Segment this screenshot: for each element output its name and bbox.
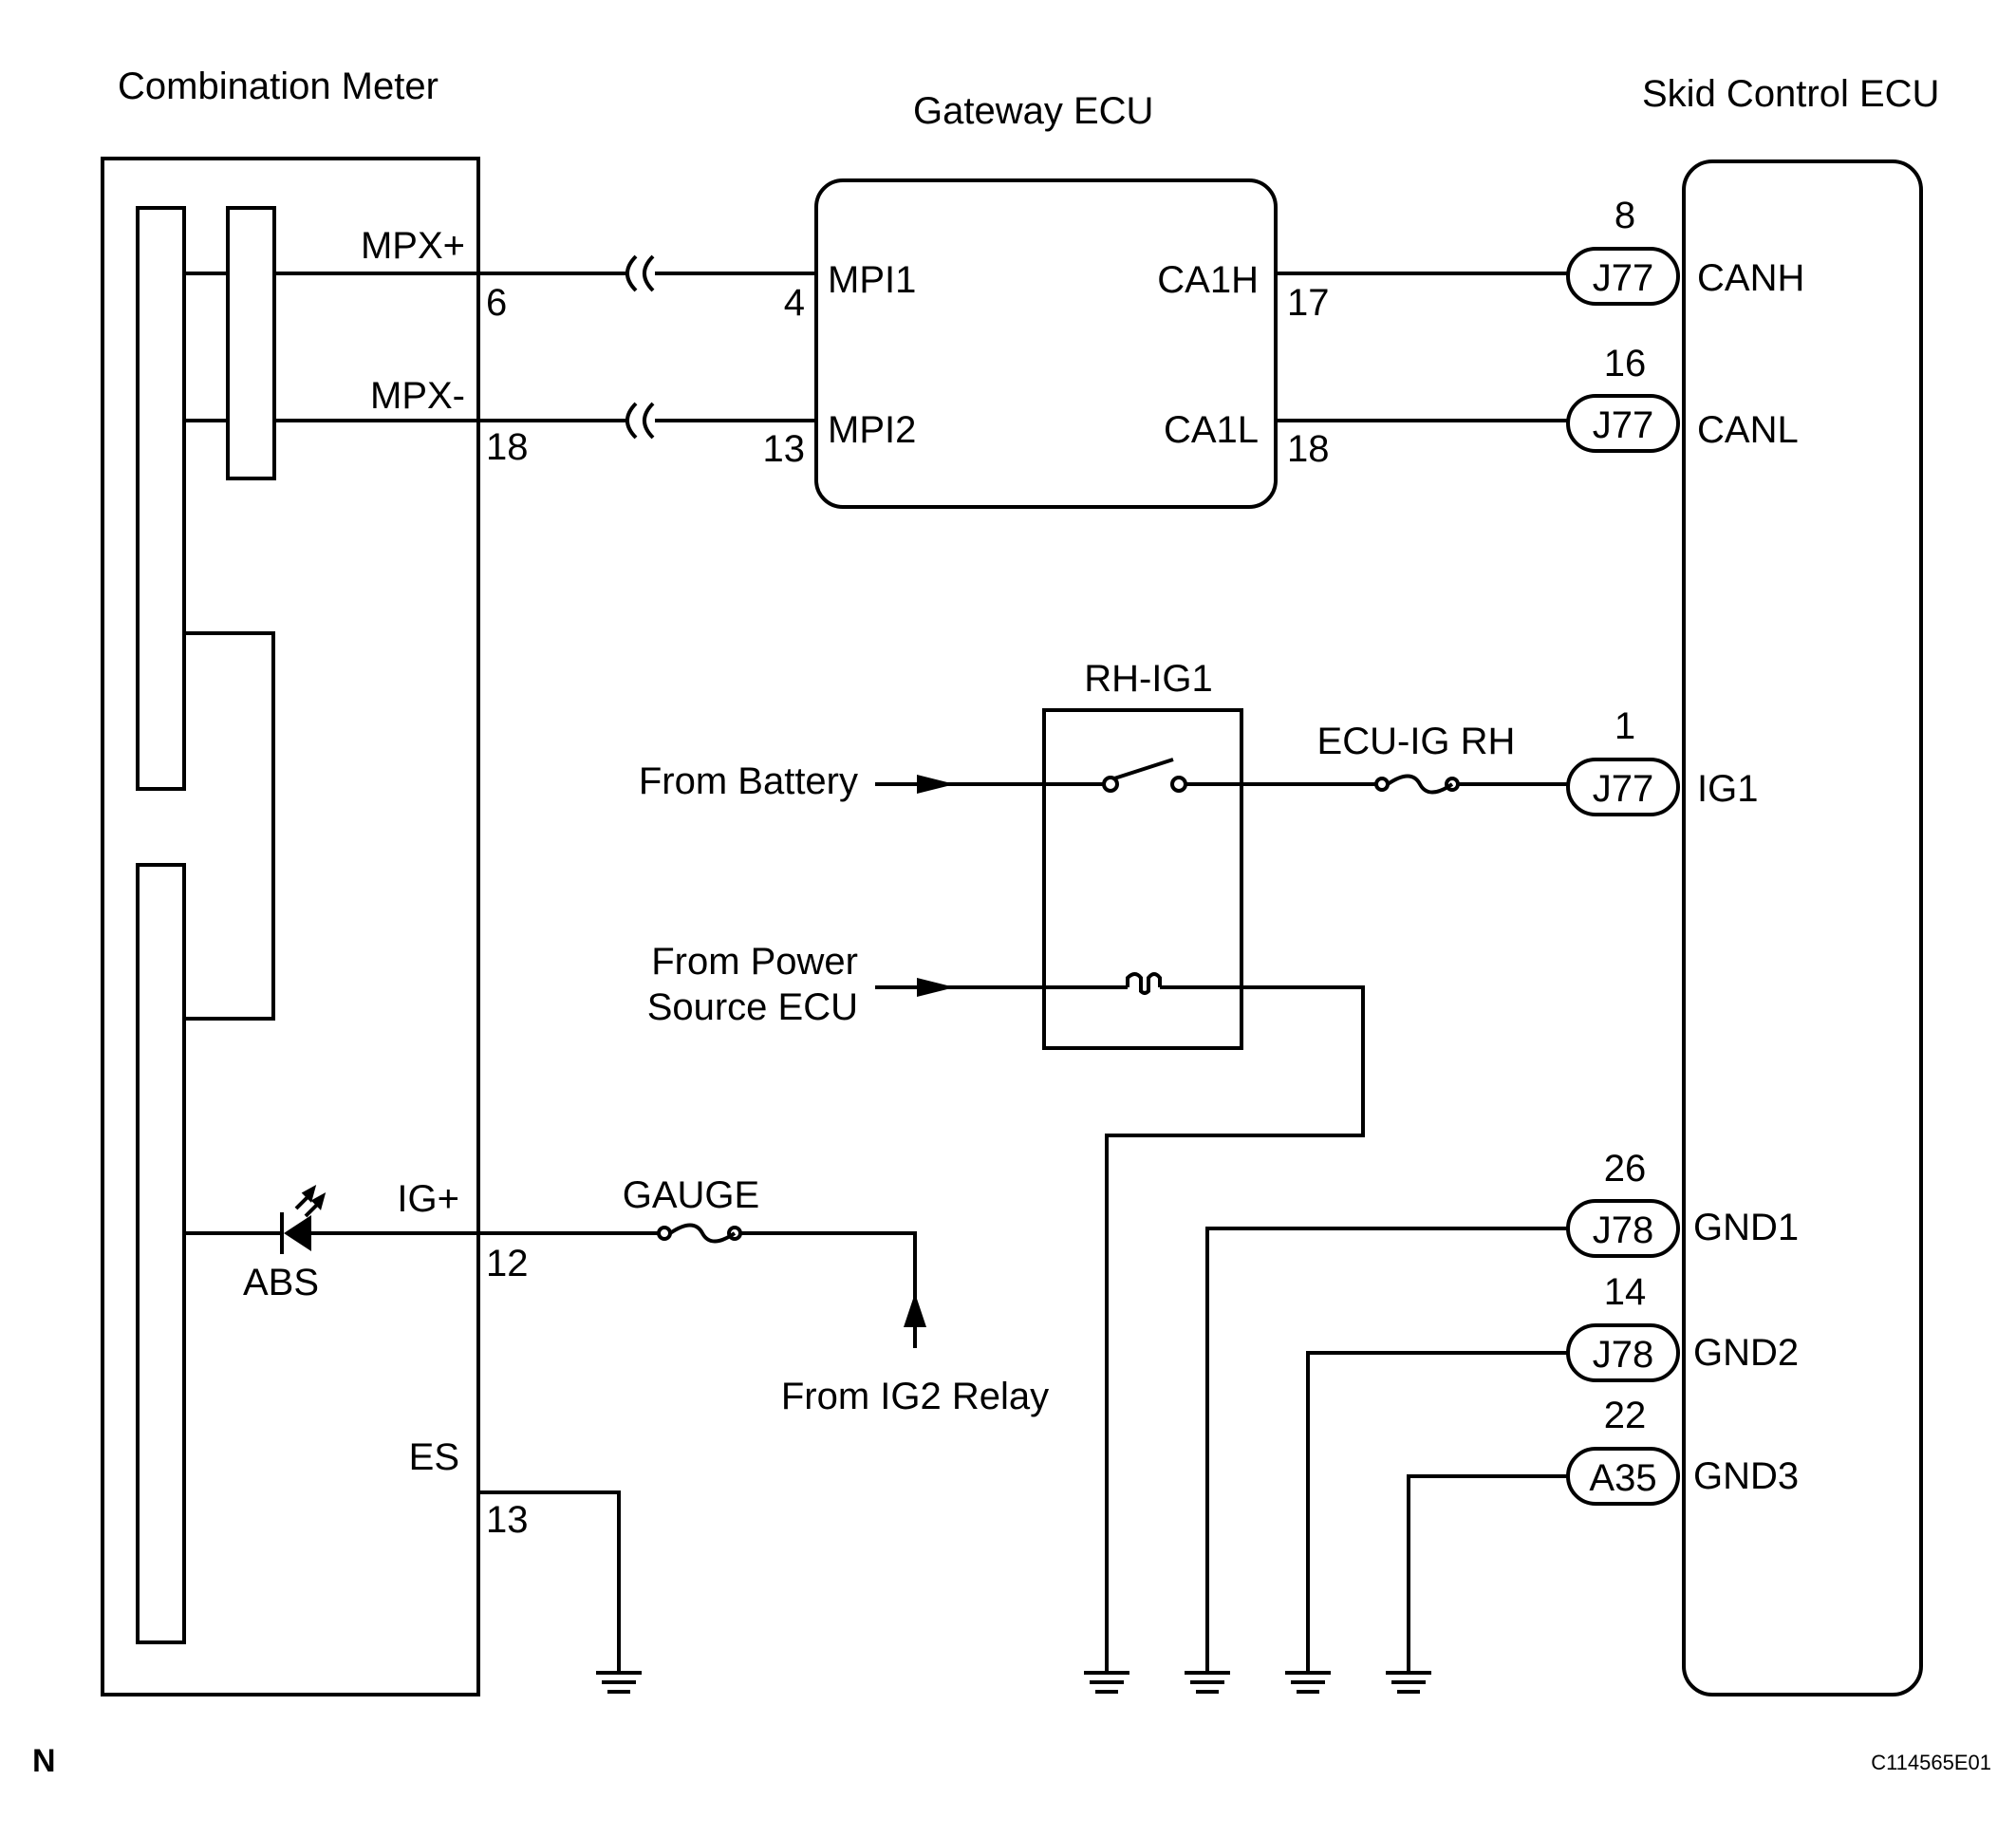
skid-canl-label: CANL [1697,409,1799,451]
abs-led-icon [284,1215,311,1251]
skid-canh-connector-id: J77 [1593,257,1654,299]
gateway-ca1l-pin: 18 [1287,428,1330,470]
battery-arrow-icon [917,775,955,794]
skid-ig1-label: IG1 [1697,768,1758,810]
gateway-mpi2-label: MPI2 [828,409,916,451]
relay-coil-ground-wire [1105,985,1365,1673]
mpx-plus-break-symbol [625,254,655,292]
skid-canl-connector-id: J77 [1593,404,1654,446]
skid-canl-pin: 16 [1604,343,1647,384]
ecu-ig-rh-fuse-label: ECU-IG RH [1317,721,1516,762]
skid-canl-connector [1566,394,1680,453]
gauge-fuse-wire-to-ig2 [740,1231,917,1348]
skid-gnd2-label: GND2 [1693,1332,1799,1374]
skid-gnd2-connector-id: J78 [1593,1334,1654,1376]
relay-switch-contact-a [1102,776,1119,793]
meter-ig-plus-label: IG+ [397,1178,459,1220]
skid-gnd2-pin: 14 [1604,1271,1647,1313]
meter-internal-block-left-upper [136,206,186,791]
meter-es-label: ES [409,1436,459,1478]
ground-icon-es [596,1671,642,1694]
skid-gnd3-connector-id: A35 [1589,1457,1656,1499]
gnd2-wire [1306,1351,1568,1673]
gnd1-wire [1205,1227,1568,1673]
mpx-minus-break-symbol [625,402,655,440]
ig2-relay-arrow-icon [904,1293,926,1327]
skid-gnd1-connector-id: J78 [1593,1209,1654,1251]
combination-meter-title: Combination Meter [118,66,439,107]
meter-mpx-plus-label: MPX+ [361,225,465,267]
gauge-fuse-icon [668,1223,737,1244]
from-ig2-relay-label: From IG2 Relay [781,1376,1049,1417]
abs-lamp-label: ABS [243,1262,319,1303]
power-source-arrow-icon [917,978,955,997]
skid-ig1-pin: 1 [1615,705,1635,747]
ecu-ig-rh-fuse-end-a [1374,777,1390,792]
skid-control-ecu-title: Skid Control ECU [1642,73,1939,115]
gateway-ca1l-label: CA1L [1164,409,1259,451]
meter-ig-plus-pin: 12 [486,1243,529,1284]
meter-mpx-minus-label: MPX- [370,375,465,417]
gateway-ca1h-pin: 17 [1287,282,1330,324]
ground-icon-relay [1084,1671,1129,1694]
relay-label: RH-IG1 [1084,658,1213,700]
meter-internal-block-left-lower [136,863,186,1644]
gateway-mpi2-pin: 13 [763,428,806,470]
ecu-ig-rh-fuse-icon [1386,774,1454,795]
skid-gnd1-label: GND1 [1693,1207,1799,1248]
meter-es-pin: 13 [486,1499,529,1541]
relay-switch-contact-b [1170,776,1187,793]
figure-code: C114565E01 [1871,1751,1991,1774]
gnd3-wire [1407,1474,1568,1673]
ground-icon-gnd3 [1386,1671,1431,1694]
skid-ig1-connector [1566,758,1680,816]
skid-gnd1-pin: 26 [1604,1148,1647,1190]
from-power-source-label-1: From Power [651,941,858,983]
abs-led-arrowheads-icon [301,1184,327,1210]
from-power-source-label-2: Source ECU [647,986,858,1028]
meter-internal-bracket [184,631,275,1021]
ground-icon-gnd1 [1185,1671,1230,1694]
skid-control-ecu-box [1682,159,1923,1696]
gateway-ca1h-label: CA1H [1157,259,1259,301]
meter-internal-block-mpx [226,206,276,480]
relay-coil-icon [1126,972,1162,995]
from-battery-label: From Battery [639,760,858,802]
skid-canh-pin: 8 [1615,195,1635,236]
rh-ig1-relay-box [1042,708,1243,1050]
meter-mpx-plus-pin: 6 [486,282,507,324]
relay-switch-blade-icon [1113,758,1174,780]
ground-icon-gnd2 [1285,1671,1331,1694]
gauge-fuse-label: GAUGE [623,1174,759,1216]
gateway-ecu-box [814,178,1278,509]
gateway-mpi1-pin: 4 [784,282,805,324]
gauge-fuse-end-a [657,1226,672,1241]
skid-gnd3-label: GND3 [1693,1455,1799,1497]
skid-gnd3-pin: 22 [1604,1395,1647,1436]
combination-meter-box [101,157,480,1696]
skid-canh-label: CANH [1697,257,1804,299]
gateway-mpi1-label: MPI1 [828,259,916,301]
meter-mpx-minus-pin: 18 [486,426,529,468]
es-ground-wire [478,1490,621,1673]
skid-canh-connector [1566,247,1680,306]
gateway-ecu-title: Gateway ECU [913,90,1153,132]
footer-left-mark: N [32,1743,56,1779]
skid-ig1-connector-id: J77 [1593,768,1654,810]
